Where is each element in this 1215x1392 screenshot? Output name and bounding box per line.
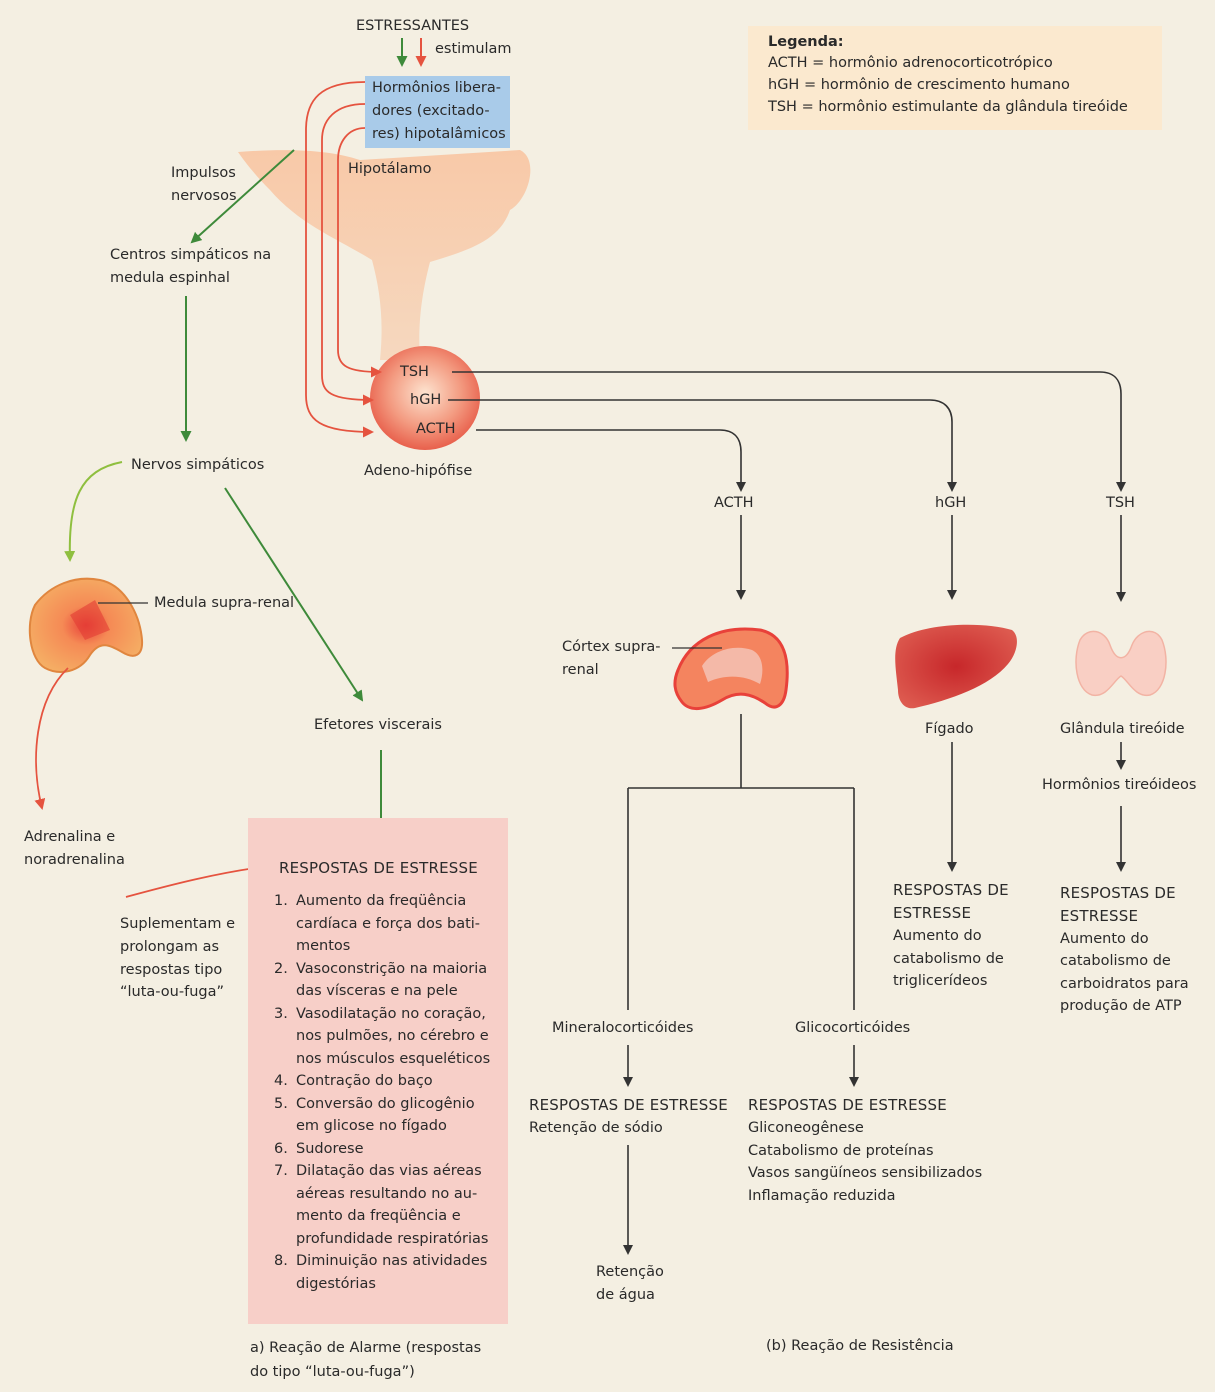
adenohypophysis-label: Adeno-hipófise — [364, 460, 472, 482]
supplement-line3: respostas tipo — [120, 959, 222, 981]
branch-hgh-label: hGH — [935, 492, 966, 514]
liver-label: Fígado — [925, 718, 974, 740]
branch-acth-label: ACTH — [714, 492, 754, 514]
hypothalamus-illustration — [238, 150, 530, 360]
supplement-line4: “luta-ou-fuga” — [120, 981, 224, 1003]
alarm-item: 6.Sudorese — [268, 1138, 504, 1161]
adrenal-cortex-line1: Córtex supra- — [562, 636, 661, 658]
to-medulla-arrow — [70, 462, 122, 560]
nerve-impulses-line2: nervosos — [171, 185, 237, 207]
glico-response-line1: Gliconeogênese — [748, 1117, 864, 1139]
releasing-line2: dores (excitado- — [372, 100, 490, 122]
tsh-response-header1: RESPOSTAS DE — [1060, 882, 1176, 904]
adrenal-medulla-illustration — [30, 579, 142, 672]
thyroid-illustration — [1076, 631, 1166, 695]
pituitary-tsh-label: TSH — [400, 361, 429, 383]
liver-illustration — [895, 625, 1017, 709]
legend-item-acth: ACTH = hormônio adrenocorticotrópico — [768, 52, 1162, 74]
glucocorticoids-label: Glicocorticóides — [795, 1017, 910, 1039]
legend-item-tsh: TSH = hormônio estimulante da glândula t… — [768, 96, 1162, 118]
tsh-response-line1: Aumento do — [1060, 928, 1149, 950]
alarm-item: 4.Contração do baço — [268, 1070, 504, 1093]
adrenal-medulla-label: Medula supra-renal — [154, 592, 294, 614]
visceral-effectors-label: Efetores viscerais — [314, 714, 442, 736]
adrenal-cortex-line2: renal — [562, 659, 599, 681]
branch-tsh-label: TSH — [1106, 492, 1135, 514]
releasing-line1: Hormônios libera- — [372, 77, 501, 99]
sympathetic-centers-line2: medula espinhal — [110, 267, 230, 289]
legend-title: Legenda: — [768, 32, 1162, 52]
glico-response-line3: Vasos sangüíneos sensibilizados — [748, 1162, 982, 1184]
sympathetic-nerves-label: Nervos simpáticos — [131, 454, 264, 476]
mineralocorticoids-label: Mineralocorticóides — [552, 1017, 693, 1039]
caption-alarm-line2: do tipo “luta-ou-fuga”) — [250, 1361, 415, 1383]
hypothalamus-label: Hipotálamo — [348, 158, 432, 180]
stimulate-label: estimulam — [435, 38, 512, 60]
caption-alarm-line1: a) Reação de Alarme (respostas — [250, 1337, 481, 1359]
releasing-line3: res) hipotalâmicos — [372, 123, 506, 145]
alarm-responses-header: RESPOSTAS DE ESTRESSE — [279, 857, 478, 879]
water-retention-line1: Retenção — [596, 1261, 664, 1283]
stressors-label: ESTRESSANTES — [356, 15, 469, 37]
adrenaline-line2: noradrenalina — [24, 849, 125, 871]
hgh-response-header2: ESTRESSE — [893, 902, 971, 924]
thyroid-label: Glândula tireóide — [1060, 718, 1185, 740]
hgh-response-line1: Aumento do — [893, 925, 982, 947]
mineralo-response-line1: Retenção de sódio — [529, 1117, 663, 1139]
sympathetic-centers-line1: Centros simpáticos na — [110, 244, 271, 266]
tsh-response-line2: catabolismo de — [1060, 950, 1171, 972]
glico-response-line4: Inflamação reduzida — [748, 1185, 896, 1207]
pituitary-hgh-label: hGH — [410, 389, 441, 411]
supplement-line2: prolongam as — [120, 936, 219, 958]
mineralo-response-header: RESPOSTAS DE ESTRESSE — [529, 1094, 728, 1116]
adrenaline-arrow — [36, 668, 68, 808]
tsh-response-line3: carboidratos para — [1060, 973, 1189, 995]
hgh-response-header1: RESPOSTAS DE — [893, 879, 1009, 901]
supplement-line1: Suplementam e — [120, 913, 235, 935]
nerve-impulses-line1: Impulsos — [171, 162, 236, 184]
tsh-response-line4: produção de ATP — [1060, 995, 1182, 1017]
thyroid-hormones-label: Hormônios tireóideos — [1042, 774, 1196, 796]
adrenal-cortex-illustration — [675, 629, 787, 709]
glico-response-line2: Catabolismo de proteínas — [748, 1140, 934, 1162]
legend-box: Legenda: ACTH = hormônio adrenocorticotr… — [748, 26, 1162, 130]
caption-resistance: (b) Reação de Resistência — [766, 1335, 954, 1357]
pituitary-acth-label: ACTH — [416, 418, 456, 440]
alarm-item: 3.Vasodilatação no coração,nos pulmões, … — [268, 1003, 504, 1071]
hgh-response-line3: triglicerídeos — [893, 970, 987, 992]
glico-response-header: RESPOSTAS DE ESTRESSE — [748, 1094, 947, 1116]
water-retention-line2: de água — [596, 1284, 655, 1306]
legend-item-hgh: hGH = hormônio de crescimento humano — [768, 74, 1162, 96]
adrenaline-line1: Adrenalina e — [24, 826, 115, 848]
hgh-response-line2: catabolismo de — [893, 948, 1004, 970]
tsh-response-header2: ESTRESSE — [1060, 905, 1138, 927]
